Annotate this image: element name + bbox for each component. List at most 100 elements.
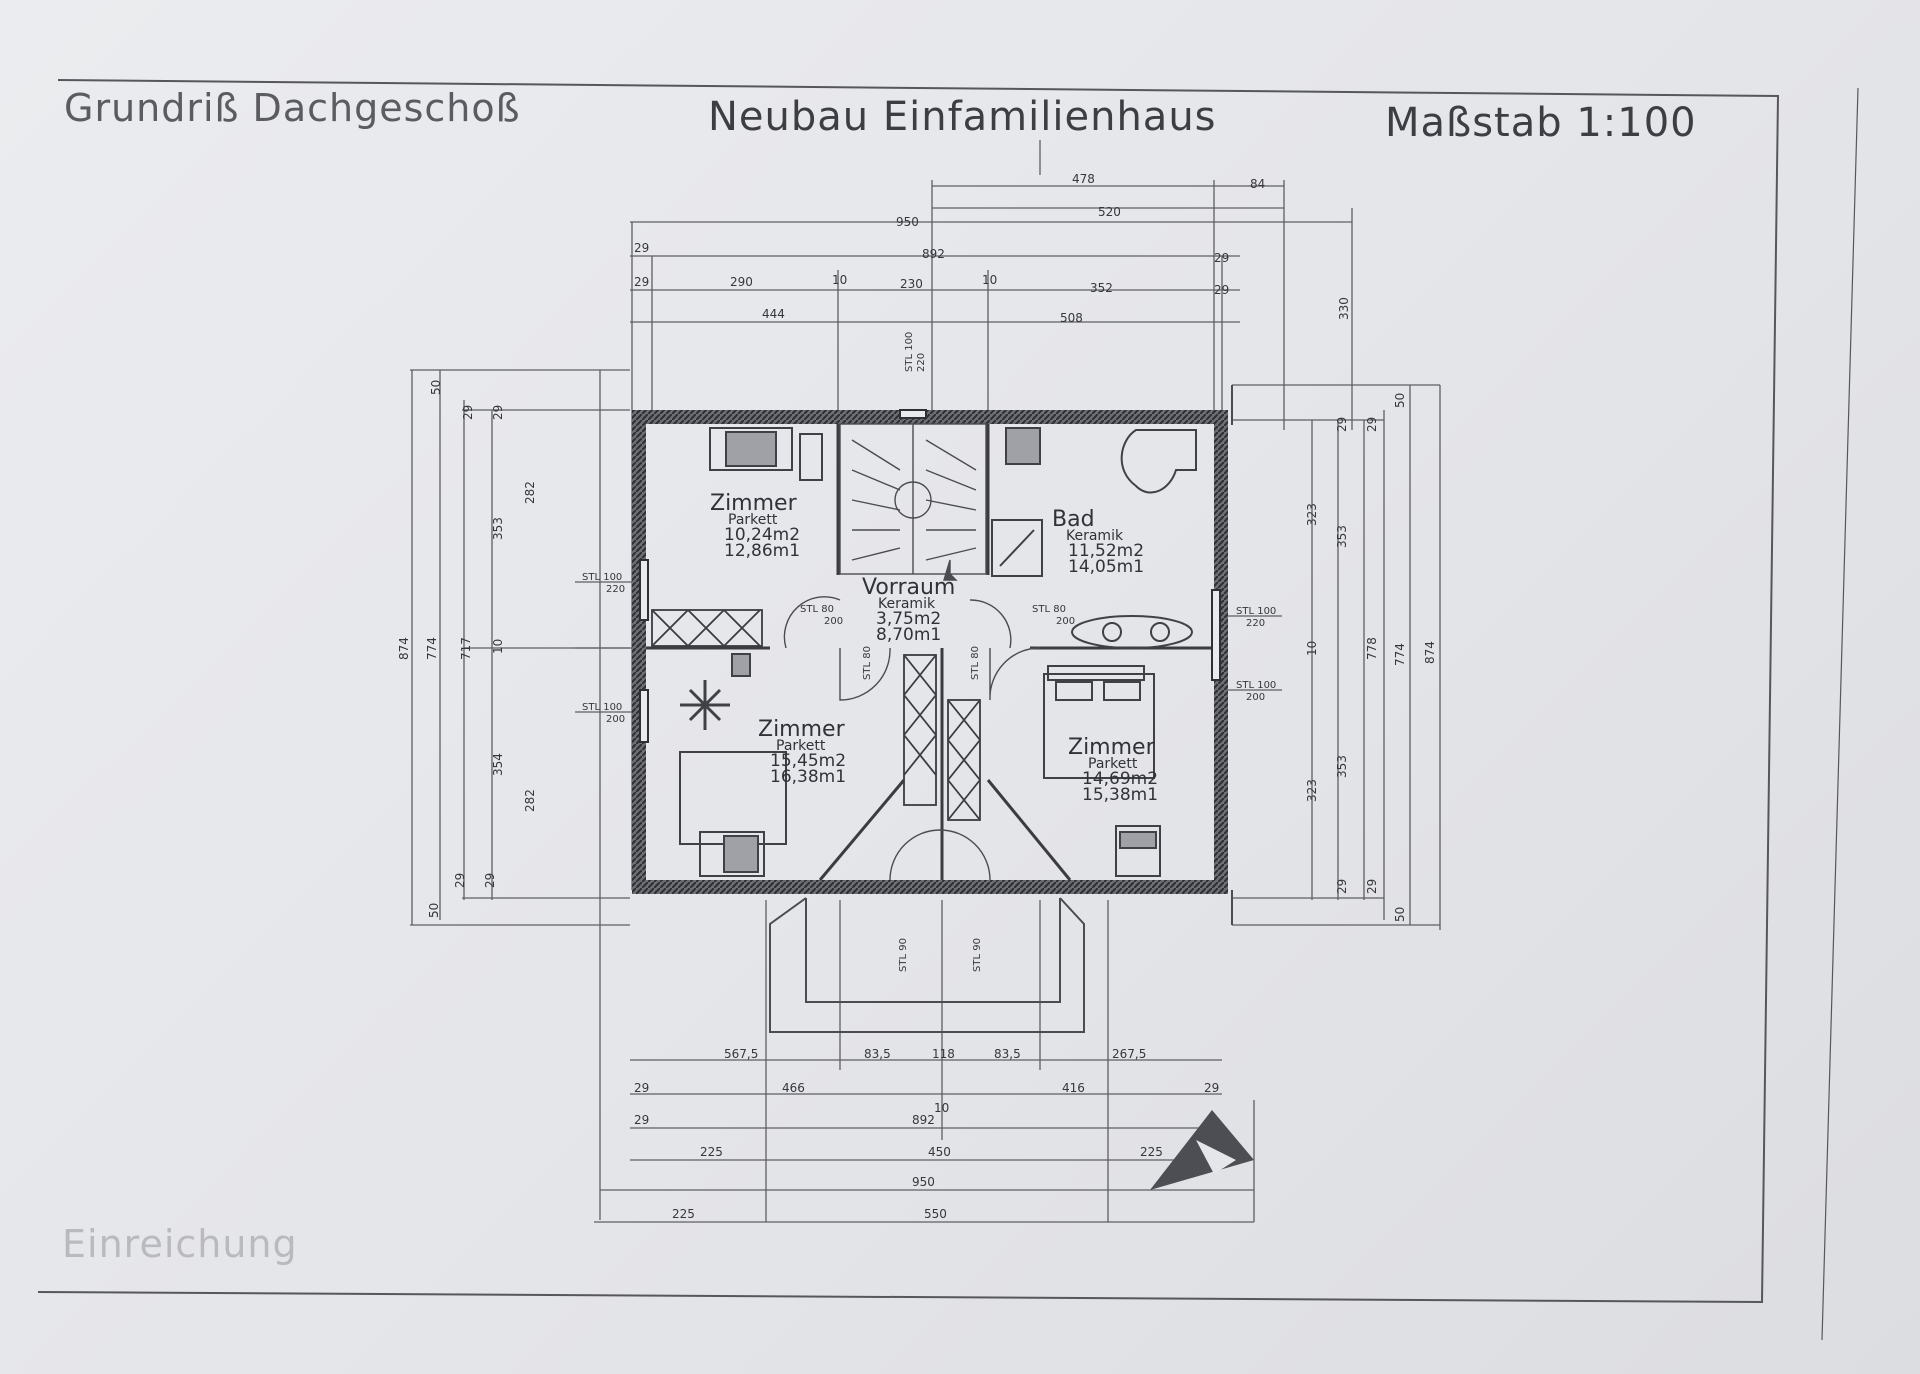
dimension-label: STL 100 [904,332,915,372]
dimension-label: 50 [1393,393,1407,408]
dimension-label: 874 [397,637,411,660]
dimension-label: 352 [1090,281,1113,295]
dimension-label: 10 [1305,641,1319,656]
submission-stamp: Einreichung [62,1222,298,1266]
dimension-label: 10 [491,639,505,654]
dimension-label: 354 [491,753,505,776]
staircase [839,423,987,581]
dimension-label: 29 [453,873,467,888]
room-1-perimeter: 12,86m1 [724,541,800,561]
dimension-lines [410,140,1441,1223]
doors [783,596,1041,881]
dimension-label: 50 [429,380,443,395]
dimension-label: 353 [491,517,505,540]
dimension-label: 29 [1365,417,1379,432]
dimension-label: 416 [1062,1081,1085,1095]
room-1-name: Zimmer [710,491,798,516]
dimension-label: 717 [459,637,473,660]
left-dimension-labels: 874 774 717 353 10 354 282 282 50 29 29 … [397,380,537,918]
dimension-label: 50 [427,903,441,918]
dimension-label: 29 [491,405,505,420]
dimension-label: STL 90 [898,938,909,972]
dimension-label: 10 [982,273,997,287]
dimension-label: STL 80 [800,604,834,615]
dimension-label: 29 [1365,879,1379,894]
dimension-label: STL 80 [1032,604,1066,615]
dimension-label: 353 [1335,525,1349,548]
dimension-label: STL 100 [1236,606,1276,617]
balcony-outline [769,385,1233,1033]
dimension-label: 29 [1214,283,1229,297]
dimension-label: 290 [730,275,753,289]
right-dimension-labels: 330 50 29 29 323 353 778 774 874 323 353… [1305,297,1437,922]
dimension-label: 892 [922,247,945,261]
dimension-label: 118 [932,1047,955,1061]
room-2-floor: Keramik [1066,528,1124,544]
dimension-label: 50 [1393,907,1407,922]
dimension-label: 774 [1393,643,1407,666]
dimension-label: STL 80 [862,646,873,680]
exterior-walls [632,410,1228,894]
sheet-frame [37,79,1859,1341]
dimension-label: STL 100 [582,702,622,713]
dimension-label: 200 [606,714,625,725]
dimension-label: 950 [896,215,919,229]
top-dimension-labels: 478 84 520 950 892 29 29 290 10 230 10 3… [634,172,1265,325]
dimension-label: 282 [523,481,537,504]
dimension-label: STL 100 [1236,680,1276,691]
bottom-dimension-labels: 567,5 83,5 118 83,5 267,5 29 466 416 29 … [634,1047,1219,1221]
dimension-label: 29 [634,1081,649,1095]
dimension-label: 550 [924,1207,947,1221]
dimension-label: STL 80 [970,646,981,680]
dimension-label: 444 [762,307,785,321]
room-2-perimeter: 14,05m1 [1068,557,1144,577]
north-arrow-icon [1150,1110,1254,1190]
dimension-label: 200 [1056,616,1075,627]
room-1-area: 10,24m2 [724,525,800,545]
room-5-perimeter: 15,38m1 [1082,785,1158,805]
room-4-floor: Parkett [776,738,826,754]
dimension-label: 567,5 [724,1047,758,1061]
dimension-label: 84 [1250,177,1265,191]
dimension-label: 478 [1072,172,1095,186]
dimension-label: 29 [634,241,649,255]
dimension-label: 29 [1204,1081,1219,1095]
room-1-floor: Parkett [728,512,778,528]
dimension-label: 225 [672,1207,695,1221]
room-3-floor: Keramik [878,596,936,612]
room-5-area: 14,69m2 [1082,769,1158,789]
dimension-label: 466 [782,1081,805,1095]
dimension-label: 29 [1335,879,1349,894]
dimension-label: STL 90 [972,938,983,972]
dimension-label: 83,5 [864,1047,891,1061]
opening-labels: STL 100 220 STL 100 200 STL 100 220 STL … [582,332,1276,972]
dimension-label: 520 [1098,205,1121,219]
room-4-name: Zimmer [758,717,846,742]
dimension-label: 220 [916,353,927,372]
dimension-label: 83,5 [994,1047,1021,1061]
room-3-perimeter: 8,70m1 [876,625,941,645]
dimension-label: 29 [634,275,649,289]
dimension-label: 874 [1423,641,1437,664]
floor-title: Grundriß Dachgeschoß [64,86,521,130]
room-4-area: 15,45m2 [770,751,846,771]
dimension-label: 323 [1305,779,1319,802]
dimension-label: 220 [606,584,625,595]
dimension-label: 29 [634,1113,649,1127]
room-5-name: Zimmer [1068,735,1156,760]
dimension-label: 29 [483,873,497,888]
windows [639,409,1221,743]
room-2-name: Bad [1052,507,1095,532]
dimension-label: 774 [425,637,439,660]
shafts [651,609,981,821]
dimension-label: 220 [1246,618,1265,629]
dimension-label: 892 [912,1113,935,1127]
dimension-label: 225 [1140,1145,1163,1159]
room-3-area: 3,75m2 [876,609,941,629]
dimension-label: 29 [1335,417,1349,432]
furniture [679,427,1197,877]
interior-walls [646,424,1214,881]
scale-label: Maßstab 1:100 [1385,100,1697,146]
